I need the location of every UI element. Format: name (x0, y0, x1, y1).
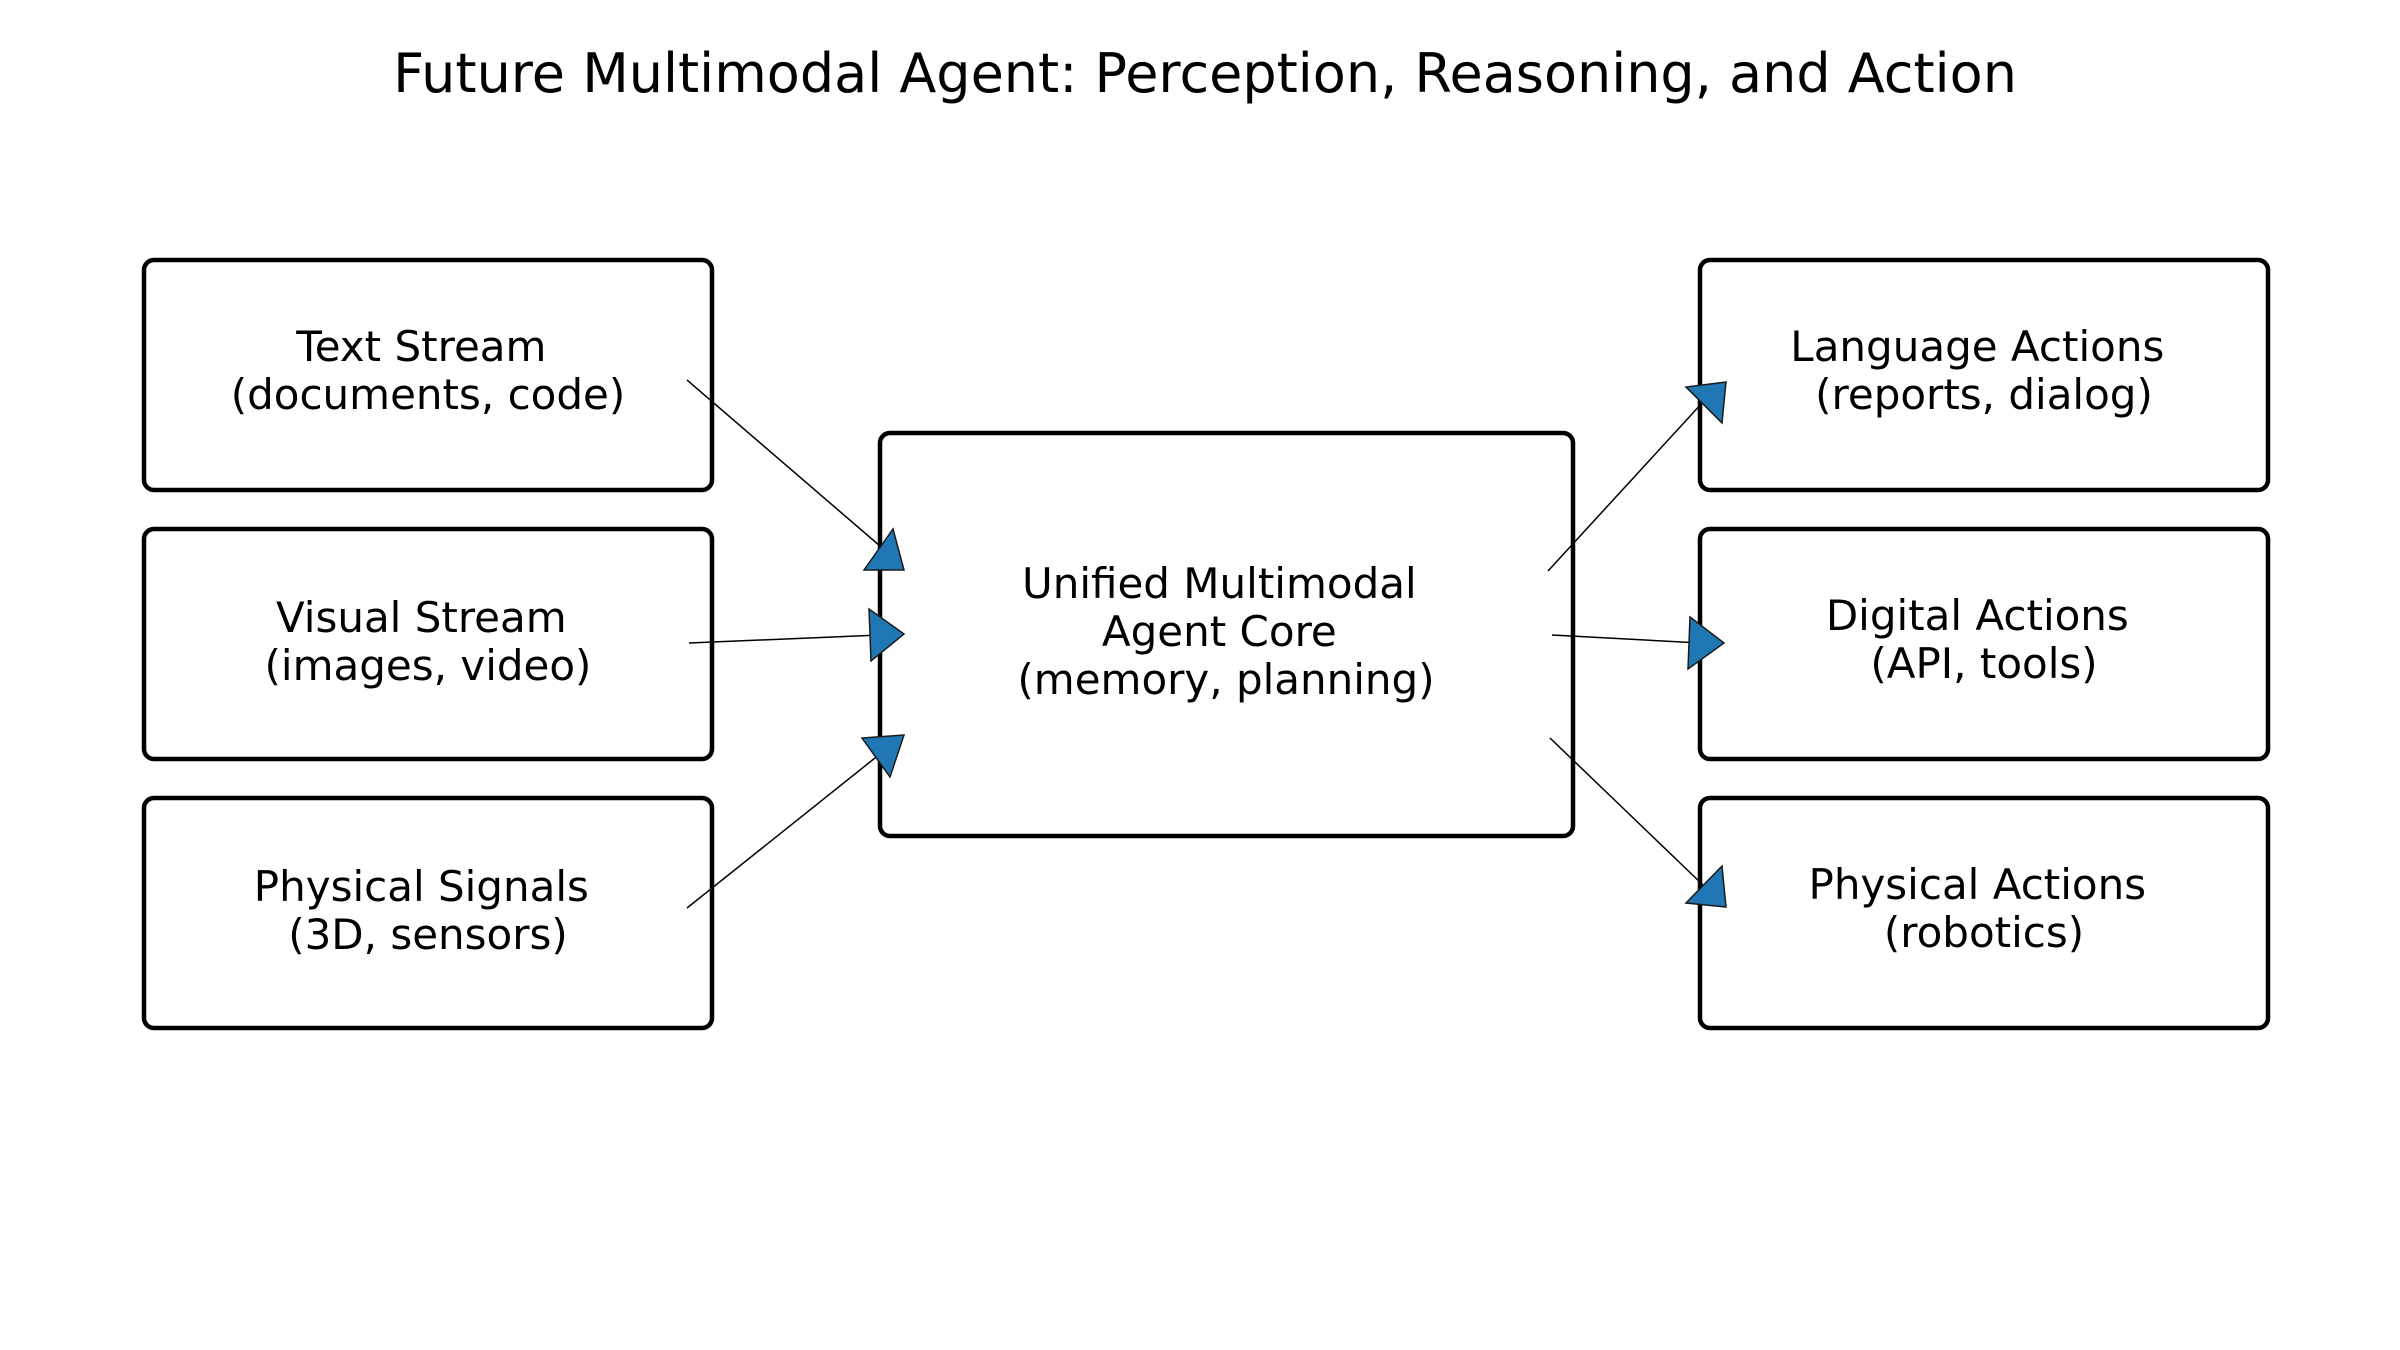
arrow-text-stream-to-core (686, 379, 905, 571)
output-box-physical-actions-subtitle: (robotics) (1884, 908, 2084, 957)
arrow-head-core-to-physical-actions (1684, 864, 1727, 908)
core-box-agent-core: Unified Multimodal Agent Core (memory, p… (877, 430, 1576, 839)
arrow-head-physical-signals-to-core (860, 734, 906, 779)
arrow-head-visual-stream-to-core (868, 607, 906, 663)
svg-text:Language Actions (report: Language Actions (reports, dialog) (1790, 322, 2177, 419)
core-box-line-2: Agent Core (1102, 607, 1337, 656)
output-box-language-actions-subtitle: (reports, dialog) (1815, 370, 2153, 419)
arrow-visual-stream-to-core (688, 607, 906, 663)
input-box-visual-stream: Visual Stream (images, video) (141, 526, 715, 762)
output-box-digital-actions: Digital Actions (API, tools) (1697, 526, 2271, 762)
input-box-physical-signals: Physical Signals (3D, sensors) (141, 795, 715, 1031)
output-box-physical-actions-title: Physical Actions (1809, 860, 2147, 909)
input-box-visual-stream-title: Visual Stream (276, 593, 567, 642)
output-box-digital-actions-subtitle: (API, tools) (1870, 639, 2097, 688)
svg-text:Text Stream (documents,: Text Stream (documents, code) (231, 322, 626, 419)
output-box-language-actions: Language Actions (reports, dialog) (1697, 257, 2271, 493)
svg-text:Visual Stream (images, v: Visual Stream (images, video) (265, 593, 592, 690)
svg-text:Physical Signals (3D, se: Physical Signals (3D, sensors) (254, 862, 602, 959)
arrow-core-to-language-actions (1547, 381, 1727, 572)
input-box-text-stream-subtitle: (documents, code) (231, 370, 626, 419)
diagram-title: Future Multimodal Agent: Perception, Rea… (393, 42, 2017, 105)
arrow-head-core-to-digital-actions (1687, 615, 1726, 671)
input-box-text-stream-title: Text Stream (295, 322, 546, 371)
output-box-digital-actions-title: Digital Actions (1826, 591, 2129, 640)
arrow-core-to-digital-actions (1551, 615, 1726, 671)
input-box-text-stream: Text Stream (documents, code) (141, 257, 715, 493)
svg-text:Physical Actions (roboti: Physical Actions (robotics) (1809, 860, 2160, 957)
svg-text:Unified Multimodal Agent: Unified Multimodal Agent Core (memory, p… (1017, 559, 1434, 704)
input-box-visual-stream-subtitle: (images, video) (265, 641, 592, 690)
arrow-physical-signals-to-core (686, 734, 906, 909)
core-box-line-3: (memory, planning) (1017, 655, 1434, 704)
arrow-head-core-to-language-actions (1684, 381, 1727, 425)
output-box-physical-actions: Physical Actions (robotics) (1697, 795, 2271, 1031)
svg-text:Digital Actions (API, to: Digital Actions (API, tools) (1826, 591, 2142, 688)
input-box-physical-signals-subtitle: (3D, sensors) (288, 910, 568, 959)
core-box-line-1: Unified Multimodal (1022, 559, 1417, 608)
input-box-physical-signals-title: Physical Signals (254, 862, 589, 911)
arrow-core-to-physical-actions (1549, 737, 1727, 908)
arrow-head-text-stream-to-core (862, 527, 905, 571)
output-box-language-actions-title: Language Actions (1790, 322, 2164, 371)
